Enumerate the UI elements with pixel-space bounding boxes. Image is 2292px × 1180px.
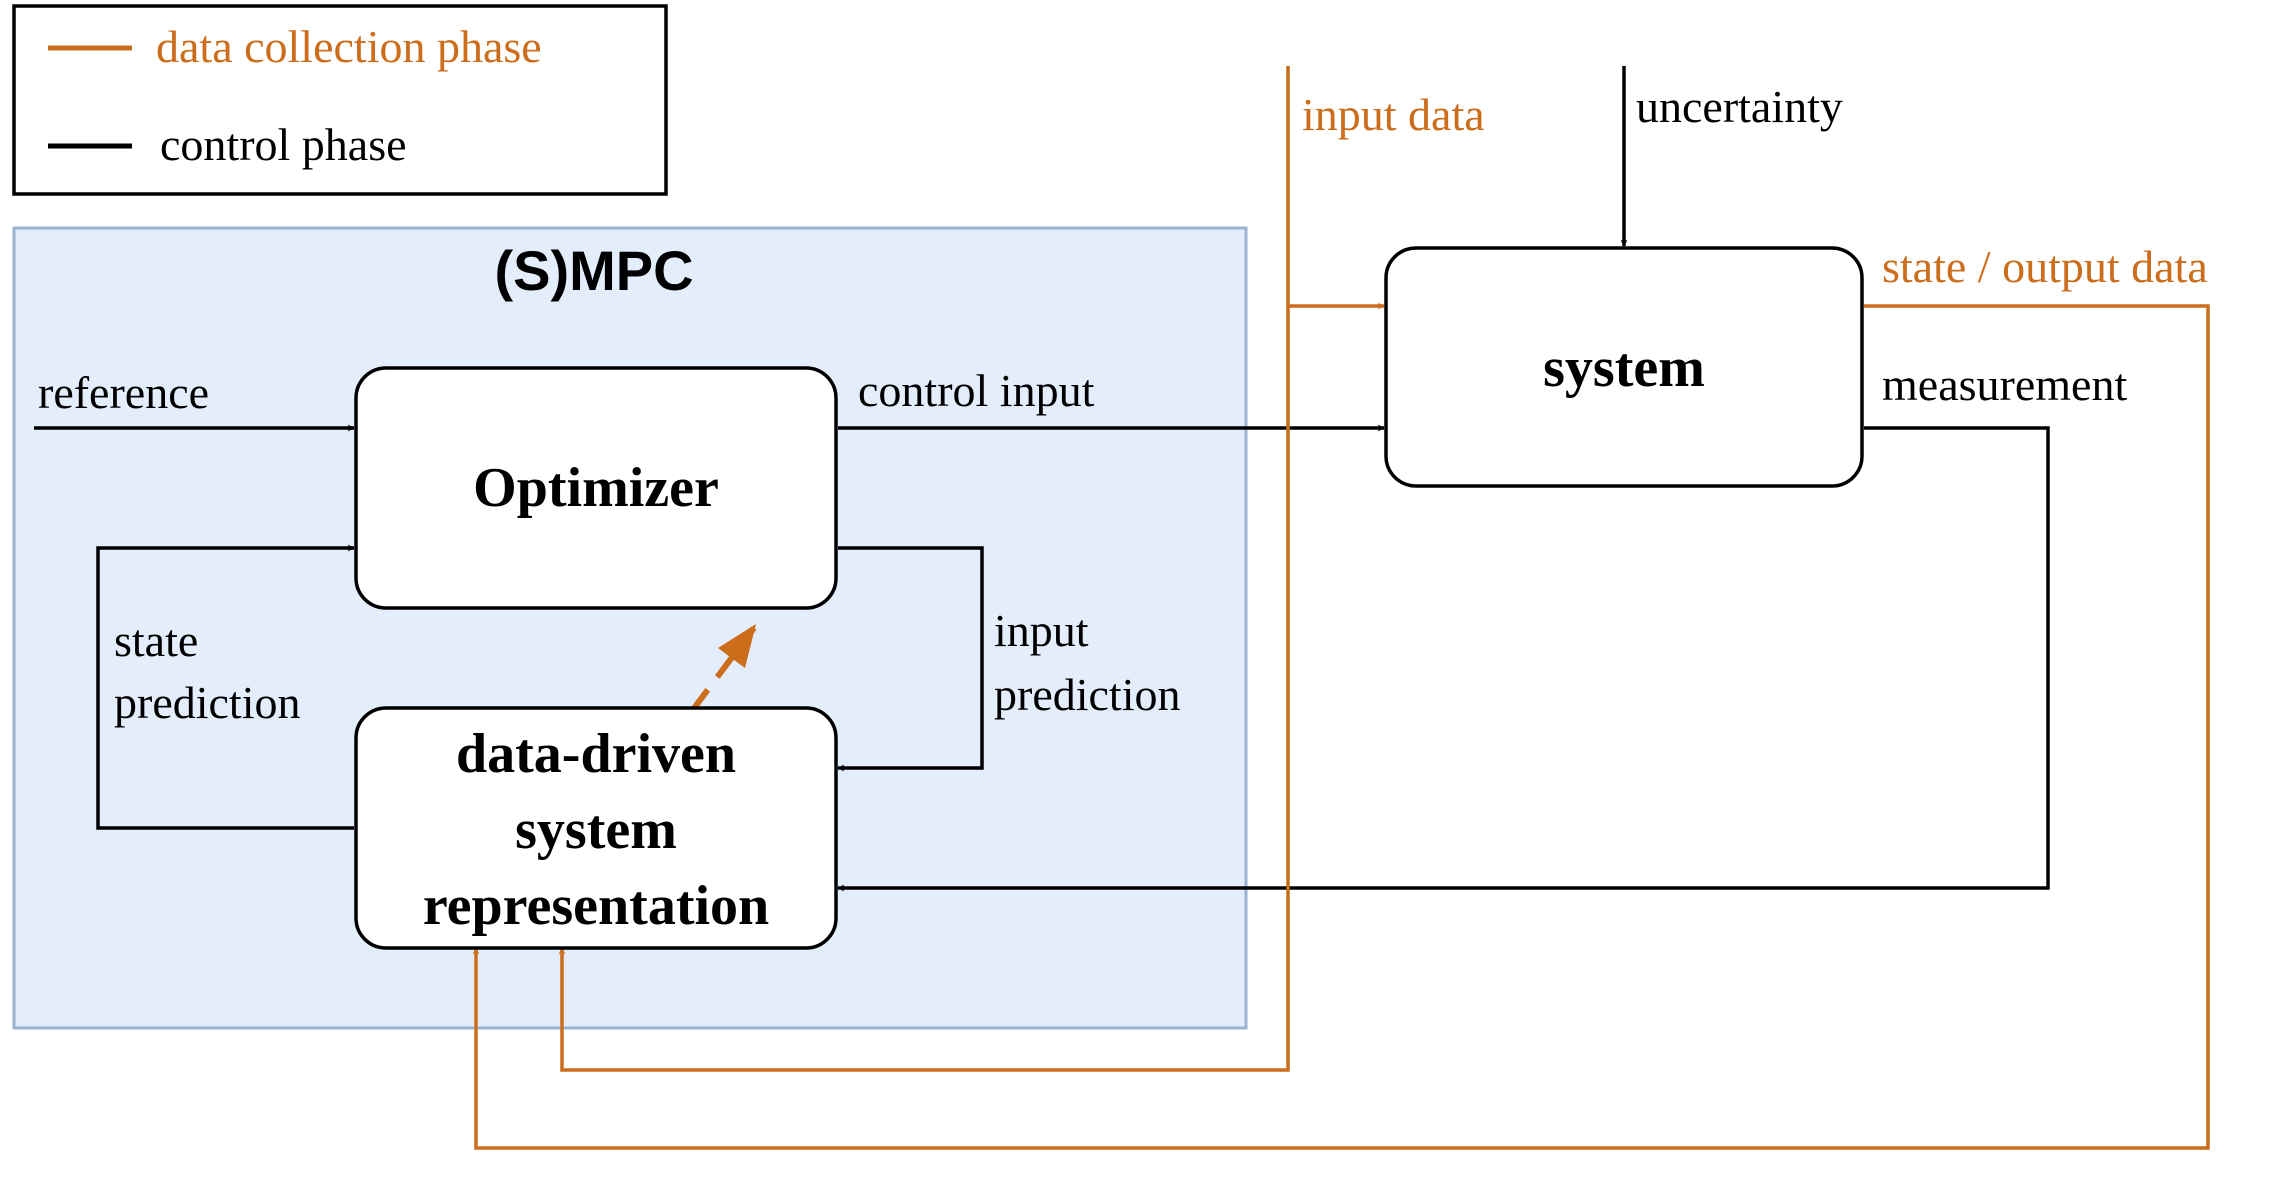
system-block: system [1384,246,1864,488]
state-prediction-label-line-2: prediction [114,677,301,728]
representation-label-line-2: system [515,799,677,861]
control-phase-connections [34,66,2050,892]
measurement-arrow [837,426,2050,892]
reference-label: reference [38,367,209,418]
legend-frame [12,4,668,196]
control-input-label: control input [858,365,1095,416]
system-box [1384,246,1864,488]
uncertainty-label: uncertainty [1636,81,1843,132]
legend: data collection phase control phase [12,4,668,196]
state-prediction-arrow [96,544,355,830]
optimizer-box [354,366,838,610]
optimizer-label: Optimizer [473,457,719,519]
input-data-label: input data [1302,89,1485,140]
system-label: system [1543,337,1705,399]
state-prediction-label-line-1: state [114,615,198,666]
representation-block: data-driven system representation [354,706,838,950]
input-data-feed-line [558,66,1290,1072]
state-output-data-line [472,304,2210,1150]
optimizer-block: Optimizer [354,366,838,610]
representation-box [354,706,838,950]
representation-label-line-3: representation [423,875,769,937]
input-prediction-label-line-1: input [994,605,1089,656]
mpc-title: (S)MPC [494,239,693,302]
input-prediction-label-line-2: prediction [994,669,1181,720]
signal-labels: reference control input state prediction… [38,81,2208,728]
representation-label-line-1: data-driven [456,723,736,785]
state-output-data-label: state / output data [1882,241,2208,292]
data-driven-design-arrowhead [718,624,756,668]
measurement-label: measurement [1882,359,2127,410]
legend-control-phase-label: control phase [160,119,407,170]
input-prediction-arrow [837,546,984,772]
legend-data-phase-label: data collection phase [156,21,542,72]
